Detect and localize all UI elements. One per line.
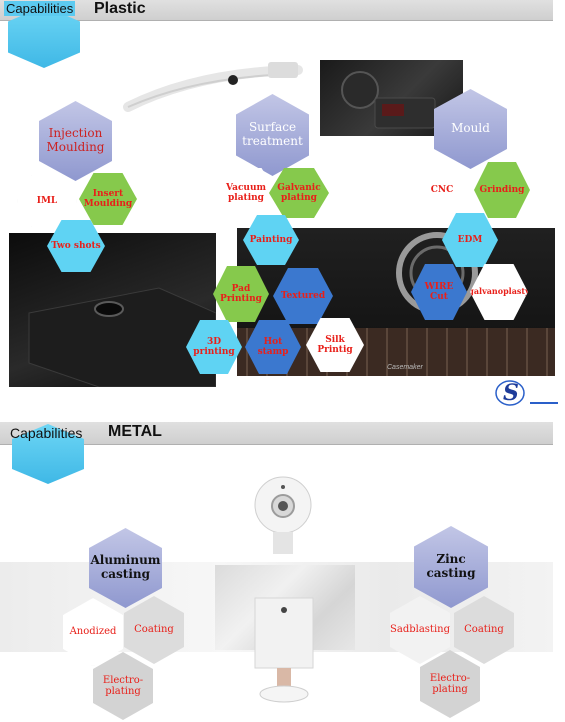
hex-label: Two shots [51, 240, 101, 251]
hex-label: Coating [134, 624, 174, 636]
hex-label: Hot stamp [257, 336, 289, 357]
camera-caption: Casemaker [387, 364, 423, 371]
hex-label: 3D printing [193, 336, 235, 357]
hex-label: Injection Moulding [46, 126, 105, 154]
glasses-photo [118, 62, 318, 122]
hex-label: CNC [430, 184, 454, 195]
hex-label: Electro- plating [429, 672, 471, 696]
hex-label: Sadblasting [390, 624, 450, 636]
hex-galvanic-plating[interactable]: Galvanic plating [269, 168, 329, 218]
metal-title: METAL [108, 423, 162, 440]
hex-label: Grinding [479, 184, 525, 195]
hex-grinding[interactable]: Grinding [474, 162, 530, 218]
hex-electro-plating-left[interactable]: Electro- plating [93, 652, 153, 720]
hex-vacuum-plating[interactable]: Vacuum plating [215, 168, 277, 218]
hex-label: Mould [451, 121, 490, 136]
hex-iml[interactable]: IML [17, 175, 77, 227]
hex-label: Pad Printing [220, 283, 262, 304]
plastic-title: Plastic [94, 0, 146, 17]
hex-pad-printing[interactable]: Pad Printing [213, 266, 269, 322]
metal-tag-hex [12, 424, 84, 484]
hex-label: Electro- plating [102, 674, 144, 698]
hex-label: Painting [249, 234, 293, 245]
hex-label: Vacuum plating [225, 182, 267, 203]
hex-wire-cut[interactable]: WIRE Cut [411, 264, 467, 320]
hex-edm[interactable]: EDM [442, 213, 498, 267]
hex-label: Silk Printig [317, 334, 353, 355]
hex-cnc[interactable]: CNC [414, 162, 470, 218]
hex-label: Textured [280, 290, 326, 301]
hex-textured[interactable]: Textured [273, 268, 333, 324]
section-divider [530, 402, 558, 404]
hex-label: EDM [457, 234, 483, 245]
hex-label: Aluminum casting [90, 553, 161, 581]
security-camera-photo [243, 470, 323, 560]
device-box-photo [253, 596, 315, 706]
hex-label: Galvanic plating [277, 182, 321, 203]
hex-label: Surface treatment [242, 120, 303, 148]
metal-header-bar [0, 422, 553, 445]
hex-zinc-casting[interactable]: Zinc casting [414, 526, 488, 608]
hex-label: Zinc casting [426, 552, 476, 580]
logo-letter: S [503, 380, 519, 406]
hex-label: galvanoplasty [468, 286, 530, 297]
hex-label: IML [36, 195, 58, 206]
hex-label: WIRE Cut [424, 281, 454, 302]
hex-label: Anodized [69, 626, 117, 638]
hex-label: Insert Moulding [83, 188, 133, 209]
plastic-header-bar [0, 0, 553, 21]
black-box-photo [9, 233, 216, 387]
company-logo: S [494, 378, 526, 408]
hex-electro-plating-right[interactable]: Electro- plating [420, 650, 480, 718]
hex-insert-moulding[interactable]: Insert Moulding [79, 173, 137, 225]
hex-injection-moulding[interactable]: Injection Moulding [39, 101, 112, 181]
metal-tag-label: Capabilities [10, 425, 83, 441]
hex-label: Coating [464, 624, 504, 636]
plastic-tag-label: Capabilities [4, 1, 76, 16]
